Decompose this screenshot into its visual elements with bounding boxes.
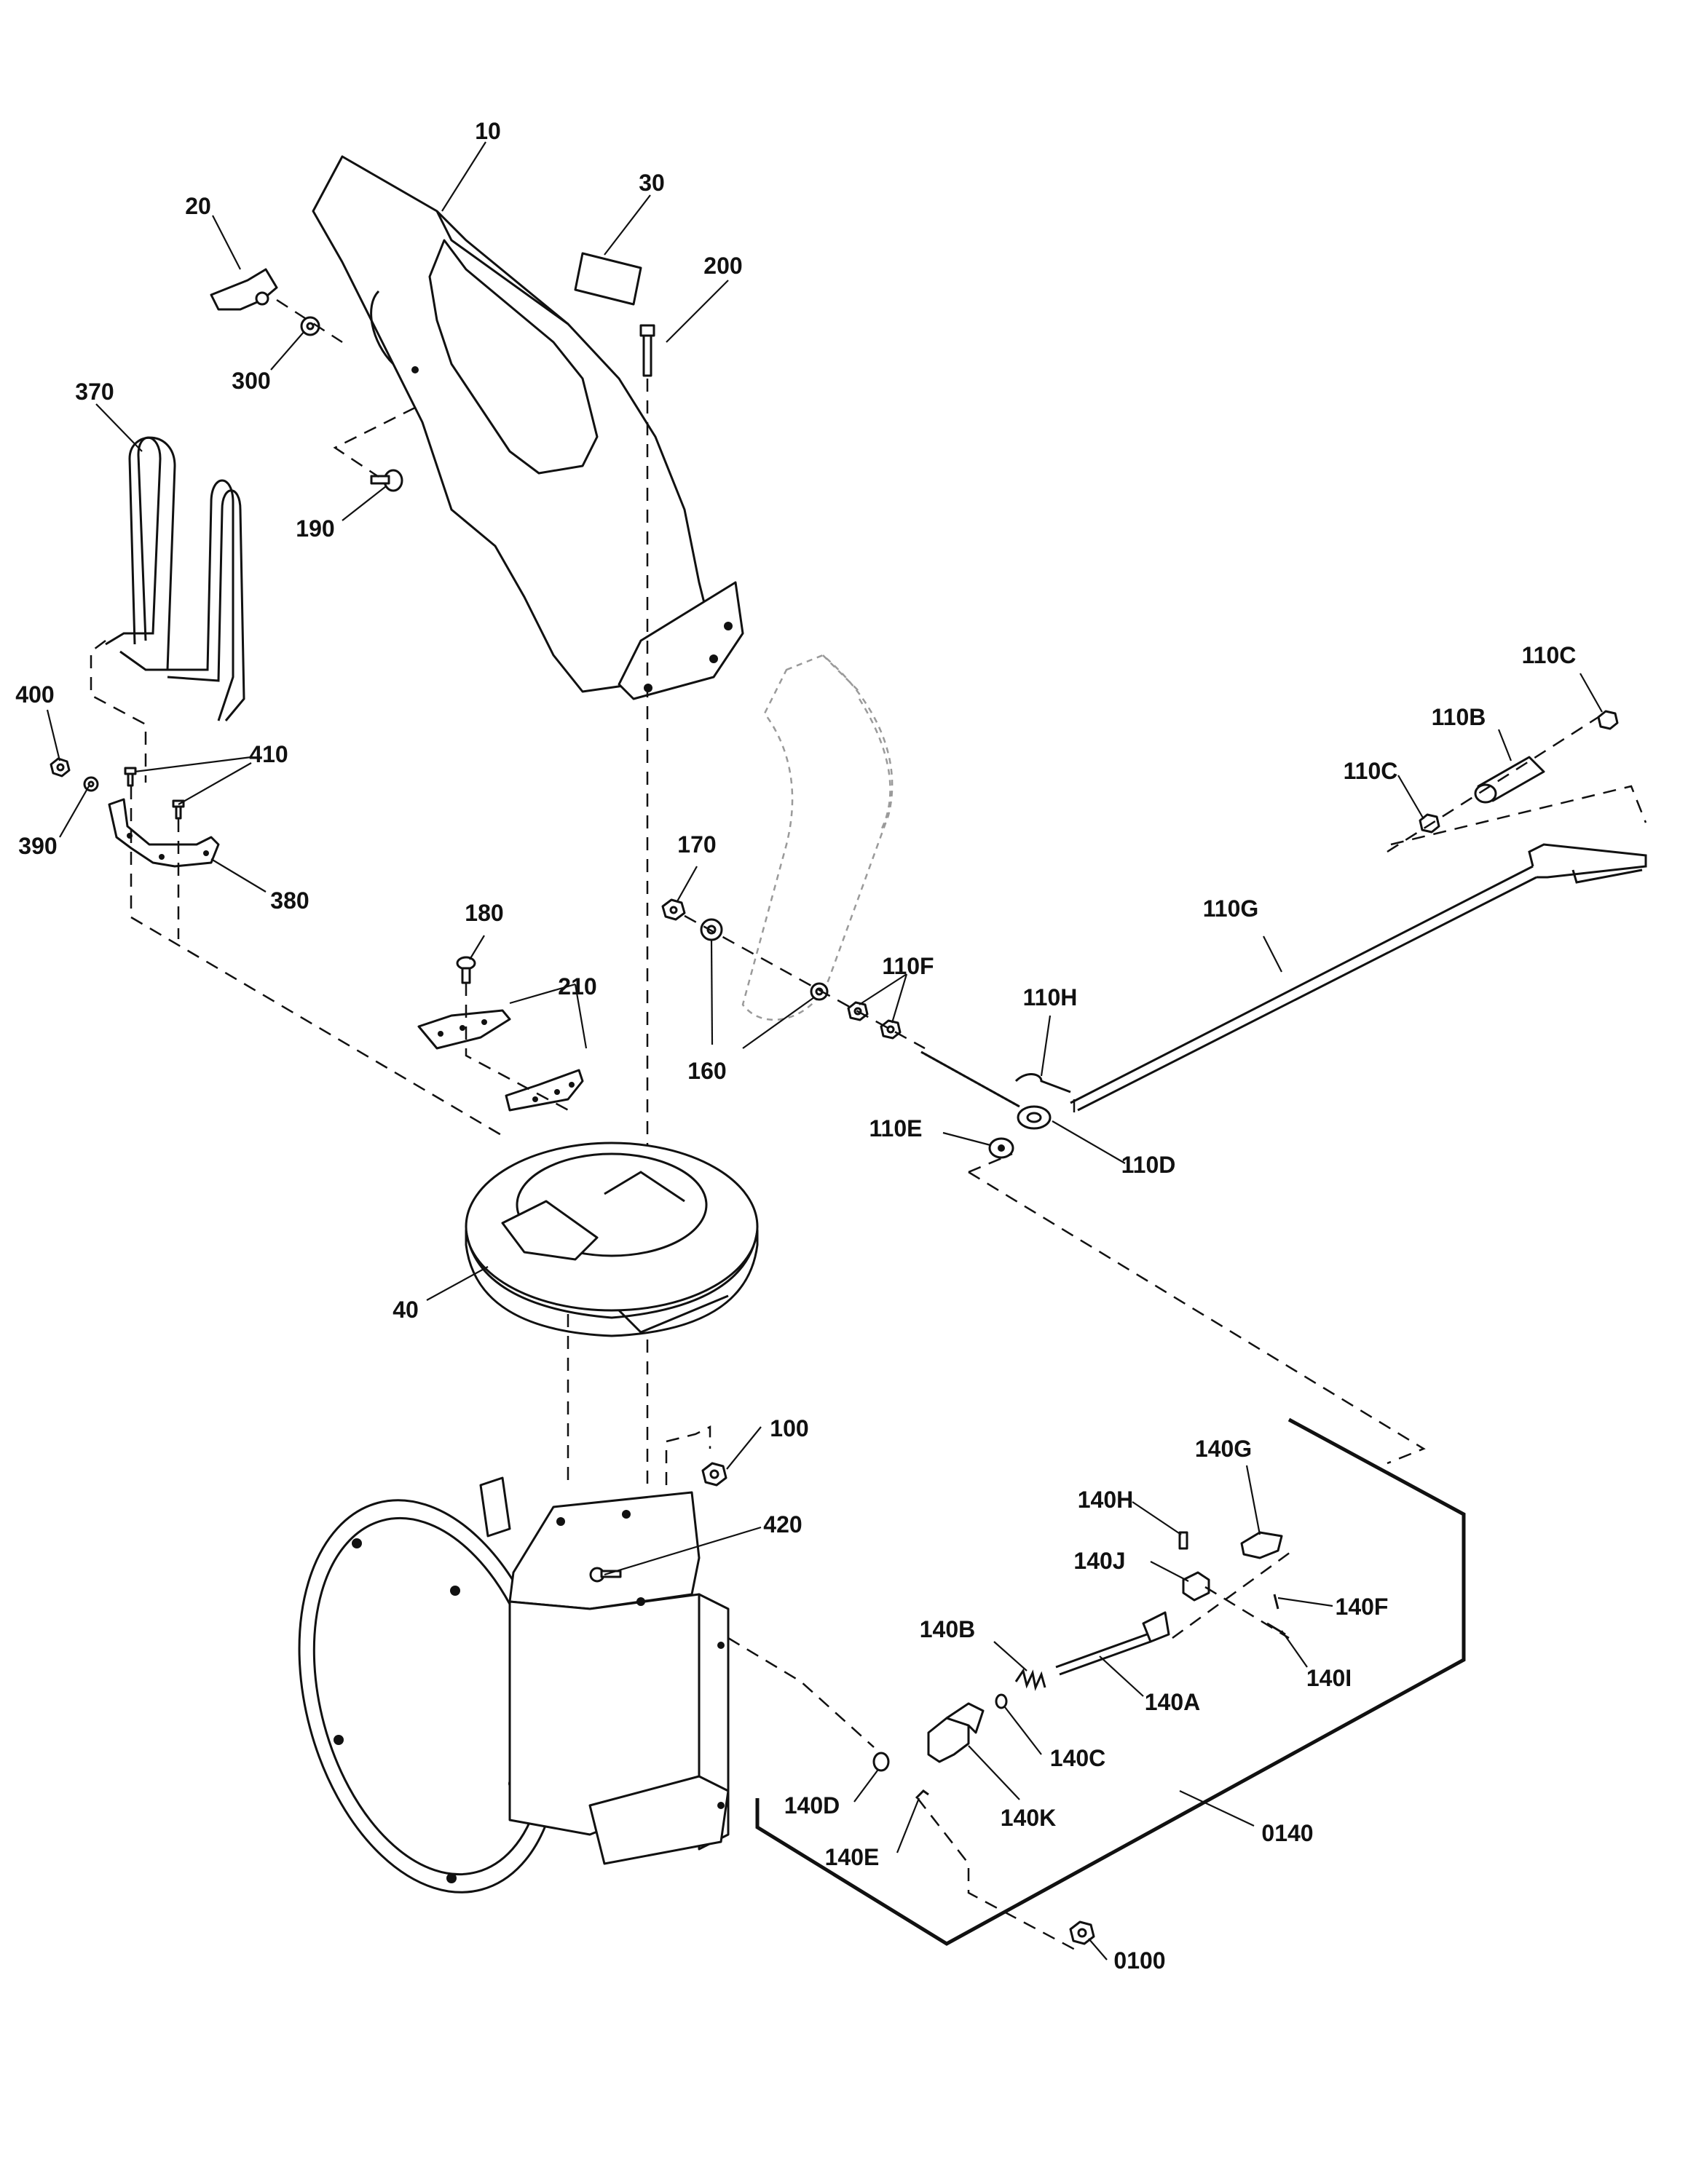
bolt-420 bbox=[589, 1567, 622, 1583]
screws-410 bbox=[124, 767, 185, 820]
callout-180: 180 bbox=[465, 900, 504, 926]
callout-200: 200 bbox=[703, 253, 743, 279]
callout-140J: 140J bbox=[1073, 1548, 1126, 1574]
washers-110F bbox=[810, 982, 902, 1040]
assembly-line-190 bbox=[333, 406, 416, 478]
screw-180 bbox=[456, 956, 476, 984]
chute-part bbox=[312, 155, 744, 700]
callout-140I: 140I bbox=[1306, 1665, 1352, 1691]
nut-100 bbox=[701, 1462, 727, 1487]
callout-40: 40 bbox=[393, 1297, 419, 1323]
callout-300: 300 bbox=[232, 368, 271, 394]
callout-140K: 140K bbox=[1000, 1805, 1057, 1831]
knob-part bbox=[210, 268, 278, 311]
leader-lines bbox=[46, 141, 1603, 1961]
assembly-line-180 bbox=[465, 983, 576, 1115]
assembly-line-110B bbox=[1387, 716, 1599, 853]
assembly-line-100 bbox=[647, 1425, 711, 1501]
housing-part bbox=[298, 1476, 730, 1894]
plates-210 bbox=[417, 1009, 584, 1112]
nut-0100 bbox=[1069, 1920, 1095, 1945]
callout-140F: 140F bbox=[1335, 1594, 1389, 1620]
assembly-line-370 bbox=[90, 640, 147, 783]
callout-10: 10 bbox=[475, 118, 501, 144]
callout-0140: 0140 bbox=[1261, 1820, 1314, 1846]
kit-outline-0140 bbox=[755, 1417, 1466, 1946]
callout-400: 400 bbox=[15, 681, 55, 708]
assembly-line-140-right bbox=[1172, 1549, 1293, 1639]
assembly-line-lower-right bbox=[968, 1171, 1426, 1465]
callout-0100: 0100 bbox=[1113, 1947, 1166, 1974]
callout-190: 190 bbox=[296, 515, 335, 542]
bolt-200 bbox=[639, 324, 655, 377]
cap-110C-top bbox=[1597, 710, 1619, 730]
assembly-line-380a bbox=[130, 786, 503, 1137]
callout-210: 210 bbox=[558, 973, 597, 1000]
spacer-110E bbox=[988, 1137, 1014, 1159]
control-assembly-140 bbox=[872, 1531, 1286, 1800]
rod-110G bbox=[1070, 843, 1647, 1112]
assembly-line-170 bbox=[684, 914, 926, 1050]
callout-140E: 140E bbox=[824, 1844, 880, 1870]
assembly-line-140-left bbox=[727, 1637, 1078, 1952]
callout-420: 420 bbox=[763, 1511, 802, 1538]
nut-400 bbox=[50, 757, 71, 778]
callout-110E: 110E bbox=[869, 1115, 923, 1142]
callout-20: 20 bbox=[185, 193, 211, 219]
callout-390: 390 bbox=[18, 833, 58, 859]
callout-380: 380 bbox=[270, 887, 309, 914]
cotter-pin-110H bbox=[1014, 1073, 1071, 1093]
assembly-line-110G bbox=[1390, 785, 1647, 846]
callout-160: 160 bbox=[687, 1058, 727, 1084]
callout-30: 30 bbox=[639, 170, 665, 196]
ghost-tube bbox=[741, 654, 894, 1021]
callout-110H: 110H bbox=[1022, 984, 1078, 1010]
callout-140C: 140C bbox=[1049, 1745, 1106, 1771]
callout-140H: 140H bbox=[1077, 1487, 1134, 1513]
grip-110B bbox=[1474, 756, 1545, 804]
callout-140A: 140A bbox=[1144, 1689, 1201, 1715]
callout-100: 100 bbox=[770, 1415, 809, 1441]
assembly-line-knob bbox=[276, 298, 343, 344]
washer-390 bbox=[83, 776, 99, 792]
gear-ring-40 bbox=[465, 1142, 759, 1337]
callout-170: 170 bbox=[677, 831, 717, 858]
callout-110F: 110F bbox=[882, 953, 934, 979]
callout-110G: 110G bbox=[1202, 895, 1259, 922]
washer-300-hole bbox=[306, 322, 315, 331]
cleanout-tool-part bbox=[105, 436, 245, 721]
callout-140G: 140G bbox=[1194, 1436, 1253, 1462]
callout-140B: 140B bbox=[919, 1616, 976, 1642]
callout-140D: 140D bbox=[784, 1792, 840, 1819]
callout-110C-mid: 110C bbox=[1343, 758, 1398, 784]
callout-110D: 110D bbox=[1121, 1152, 1176, 1178]
callout-370: 370 bbox=[75, 379, 114, 405]
nut-170 bbox=[661, 898, 686, 921]
callout-410: 410 bbox=[249, 741, 288, 767]
callout-110B: 110B bbox=[1431, 704, 1486, 730]
decal-part bbox=[574, 252, 642, 306]
eyebolt-110D bbox=[920, 1051, 1052, 1130]
bracket-380 bbox=[108, 798, 220, 868]
bolt-190 bbox=[370, 469, 403, 492]
callout-110C-top: 110C bbox=[1521, 642, 1577, 668]
